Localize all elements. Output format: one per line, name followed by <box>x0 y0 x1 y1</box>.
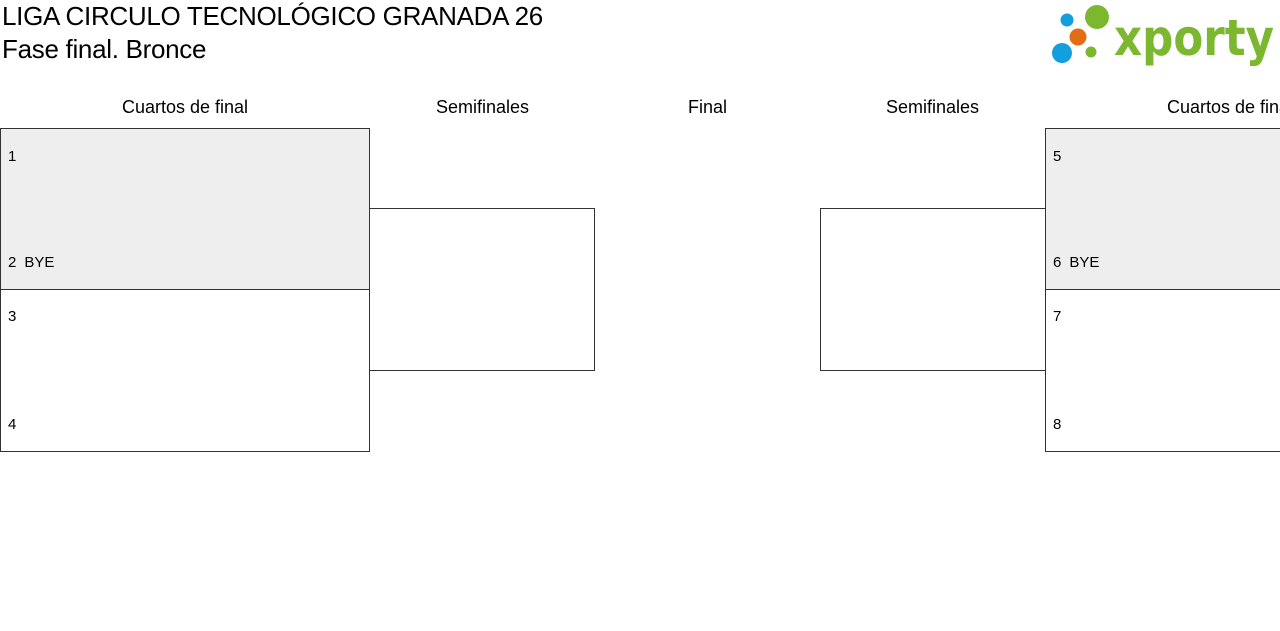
round-header-right-semifinals: Semifinales <box>885 97 980 117</box>
seed-number: 3 <box>8 308 17 325</box>
match-slot-seed-4: 4 <box>8 416 24 434</box>
logo-wordmark: xporty <box>1114 9 1274 67</box>
logo-dot-blue-small <box>1060 13 1074 27</box>
logo-dot-blue-large <box>1052 43 1072 63</box>
logo-dot-green-small <box>1085 46 1097 58</box>
page-title: LIGA CIRCULO TECNOLÓGICO GRANADA 26 <box>2 1 543 31</box>
seed-number: 1 <box>8 148 17 165</box>
match-left-qf1: 1 2 BYE <box>0 128 370 290</box>
round-header-right-quarterfinals: Cuartos de final <box>1166 97 1280 117</box>
match-slot-seed-6: 6 BYE <box>1053 254 1099 272</box>
seed-number: 8 <box>1053 416 1062 433</box>
match-slot-seed-2: 2 BYE <box>8 254 54 272</box>
seed-number: 5 <box>1053 148 1062 165</box>
title-block: LIGA CIRCULO TECNOLÓGICO GRANADA 26 Fase… <box>2 0 543 66</box>
logo-dot-green-large <box>1085 5 1109 29</box>
match-left-semifinal <box>369 208 595 371</box>
seed-number: 2 <box>8 254 17 271</box>
round-header-left-quarterfinals: Cuartos de final <box>121 97 249 117</box>
match-slot-seed-3: 3 <box>8 308 24 326</box>
match-slot-seed-1: 1 <box>8 148 24 166</box>
match-slot-seed-8: 8 <box>1053 416 1069 434</box>
round-header-final: Final <box>687 97 727 117</box>
match-right-qf1: 5 6 BYE <box>1045 128 1280 290</box>
seed-number: 6 <box>1053 254 1062 271</box>
match-right-semifinal <box>820 208 1046 371</box>
seed-number: 7 <box>1053 308 1062 325</box>
match-left-qf2: 3 4 <box>0 289 370 452</box>
match-slot-seed-5: 5 <box>1053 148 1069 166</box>
match-slot-seed-7: 7 <box>1053 308 1069 326</box>
logo-dot-orange <box>1069 28 1087 46</box>
team-name: BYE <box>1069 254 1100 271</box>
page-subtitle: Fase final. Bronce <box>2 34 207 64</box>
match-right-qf2: 7 8 <box>1045 289 1280 452</box>
xporty-logo: xporty <box>1050 3 1276 67</box>
seed-number: 4 <box>8 416 17 433</box>
team-name: BYE <box>24 254 55 271</box>
round-header-left-semifinals: Semifinales <box>435 97 530 117</box>
